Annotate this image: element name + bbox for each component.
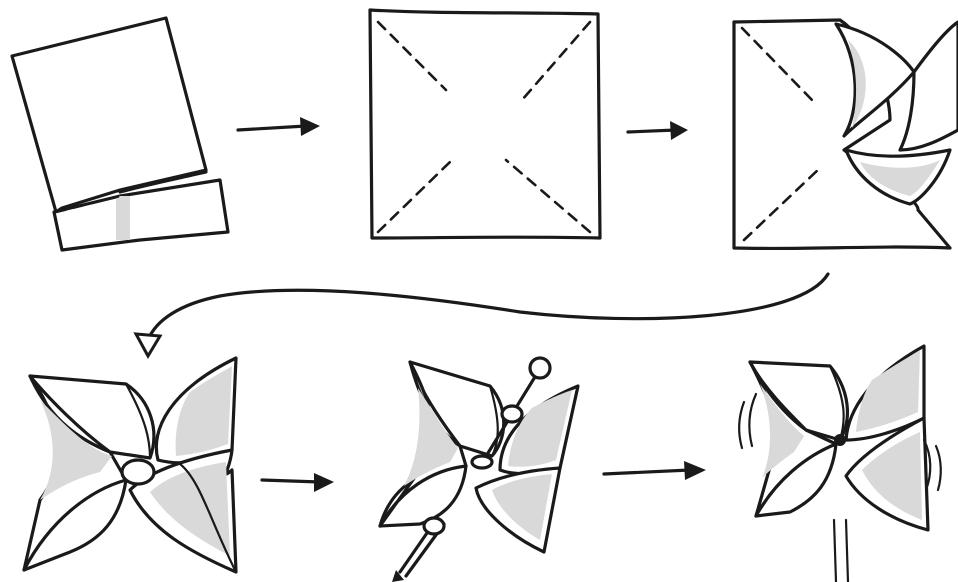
step-3-folding-corners: [734, 20, 958, 248]
arrow-right-icon: [628, 121, 688, 140]
arrow-right-icon: [238, 117, 320, 136]
arrow-right-icon: [604, 461, 706, 480]
step-6-finished-pinwheel: [739, 346, 941, 582]
step-1-rectangle-paper: [12, 18, 228, 250]
step-5-pinwheel-with-pin: [380, 358, 578, 582]
step-2-square-paper: [370, 10, 600, 238]
motion-lines-left: [739, 394, 756, 448]
stick-icon: [392, 518, 444, 582]
arrow-right-icon: [262, 473, 334, 492]
curved-arrow-icon: [136, 274, 828, 356]
step-4-pinwheel: [24, 358, 236, 572]
